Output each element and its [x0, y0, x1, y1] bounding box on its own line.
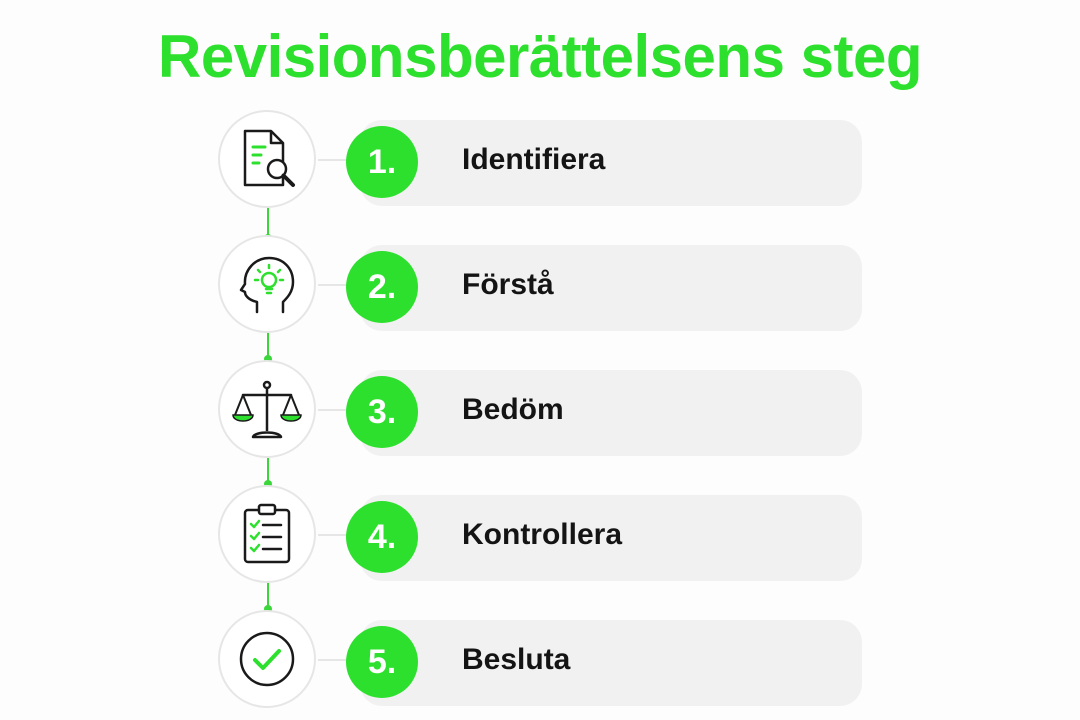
document-search-icon [243, 129, 295, 187]
step-3-icon-circle [218, 360, 316, 458]
connector-line-1-2 [267, 208, 269, 240]
connector-line-3-4 [267, 458, 269, 488]
page-title: Revisionsberättelsens steg [158, 23, 922, 90]
scales-icon [232, 380, 302, 439]
connector-dot-4-5 [264, 605, 272, 613]
connector-dot-2-3 [264, 355, 272, 363]
step-4: 4. Kontrollera [0, 485, 1080, 585]
step-5-pill [360, 620, 862, 706]
step-4-pill [360, 495, 862, 581]
step-5-link-line [318, 659, 350, 661]
step-2-icon-circle [218, 235, 316, 333]
step-1: 1. Identifiera [0, 110, 1080, 210]
head-lightbulb-icon [239, 256, 295, 314]
connector-line-4-5 [267, 583, 269, 613]
step-5-icon-circle [218, 610, 316, 708]
step-1-number-badge: 1. [346, 126, 418, 198]
checkmark-circle-icon [239, 631, 295, 687]
step-3-pill [360, 370, 862, 456]
step-2: 2. Förstå [0, 235, 1080, 335]
connector-line-2-3 [267, 333, 269, 363]
step-5: 5. Besluta [0, 610, 1080, 710]
step-2-number-badge: 2. [346, 251, 418, 323]
step-1-link-line [318, 159, 350, 161]
step-5-label: Besluta [462, 643, 571, 676]
step-1-icon-circle [218, 110, 316, 208]
clipboard-checklist-icon [243, 503, 291, 564]
step-2-pill [360, 245, 862, 331]
step-4-number-badge: 4. [346, 501, 418, 573]
step-5-number-badge: 5. [346, 626, 418, 698]
step-2-link-line [318, 284, 350, 286]
step-2-label: Förstå [462, 268, 554, 301]
connector-dot-3-4 [264, 480, 272, 488]
step-1-label: Identifiera [462, 143, 606, 176]
step-4-icon-circle [218, 485, 316, 583]
step-3-label: Bedöm [462, 393, 564, 426]
step-4-label: Kontrollera [462, 518, 623, 551]
step-4-link-line [318, 534, 350, 536]
step-3: 3. Bedöm [0, 360, 1080, 460]
step-3-number-badge: 3. [346, 376, 418, 448]
step-3-link-line [318, 409, 350, 411]
step-1-pill [360, 120, 862, 206]
